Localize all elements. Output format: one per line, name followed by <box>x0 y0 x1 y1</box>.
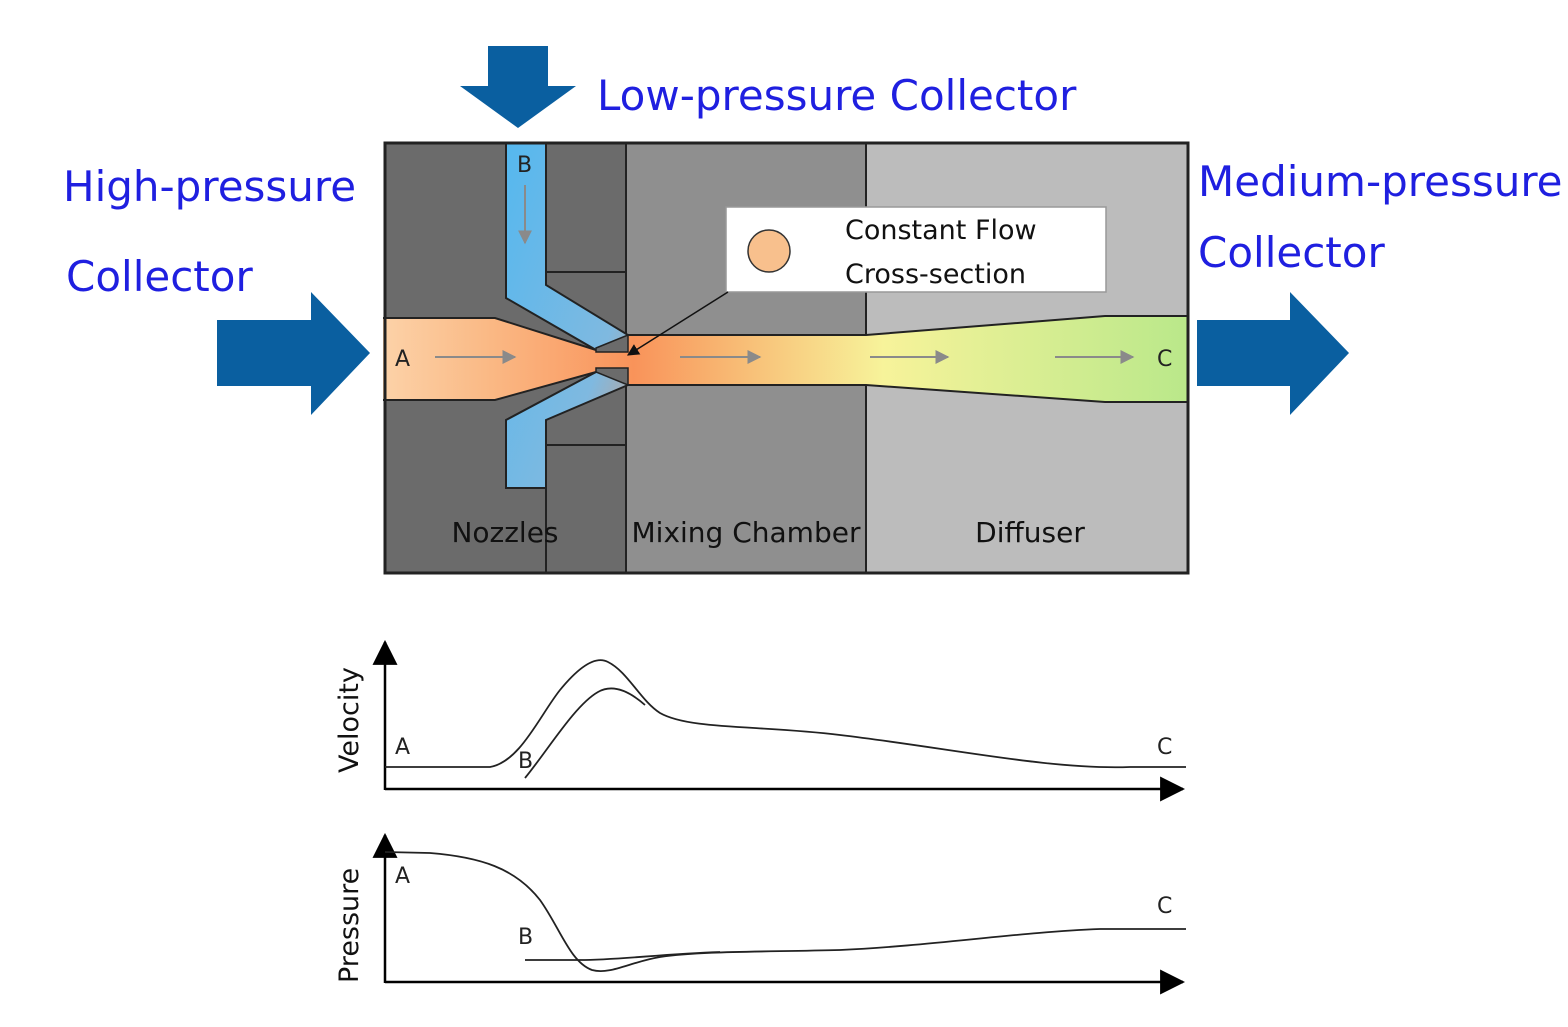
pressure-point-b: B <box>518 925 533 950</box>
high-pressure-collector-label-2: Collector <box>66 252 253 301</box>
low-pressure-inlet-arrow-icon <box>460 46 576 128</box>
velocity-point-a: A <box>395 735 410 760</box>
cross-section-marker-icon <box>747 229 791 273</box>
diffuser-label: Diffuser <box>975 516 1085 549</box>
inset-pointer <box>626 291 729 356</box>
velocity-axis-title: Velocity <box>334 667 365 773</box>
pressure-curve-primary <box>384 851 1186 972</box>
constant-flow-inset: Constant Flow Cross-section <box>626 206 1107 356</box>
medium-pressure-collector-label-1: Medium-pressure <box>1198 157 1563 206</box>
velocity-curve-secondary <box>524 687 646 779</box>
velocity-graph: Velocity A B C <box>334 639 1186 802</box>
lower-inner-block <box>545 444 627 574</box>
high-pressure-collector-label-1: High-pressure <box>63 162 356 211</box>
velocity-point-c: C <box>1157 735 1172 760</box>
pressure-point-a: A <box>395 864 410 889</box>
velocity-curve-primary <box>385 659 1186 769</box>
point-label-b: B <box>517 153 532 178</box>
mixing-chamber-label: Mixing Chamber <box>632 516 861 549</box>
pressure-axis-title: Pressure <box>334 868 365 983</box>
flow-direction-arrows <box>435 185 1135 364</box>
point-label-c: C <box>1157 347 1172 372</box>
medium-pressure-outlet-arrow-icon <box>1197 292 1349 415</box>
velocity-point-b: B <box>518 749 533 774</box>
main-flow-channel <box>383 316 1188 402</box>
point-label-a: A <box>395 347 410 372</box>
inset-line-1: Constant Flow <box>845 215 1037 246</box>
upper-inner-block <box>545 142 627 273</box>
pressure-point-c: C <box>1157 894 1172 919</box>
inset-line-2: Cross-section <box>845 259 1026 290</box>
medium-pressure-collector-label-2: Collector <box>1198 228 1385 277</box>
pressure-graph: Pressure A B C <box>334 832 1186 995</box>
high-pressure-inlet-arrow-icon <box>217 292 370 415</box>
pressure-curve-secondary <box>525 951 721 961</box>
low-pressure-collector-label: Low-pressure Collector <box>597 71 1077 120</box>
nozzles-label: Nozzles <box>451 516 558 549</box>
